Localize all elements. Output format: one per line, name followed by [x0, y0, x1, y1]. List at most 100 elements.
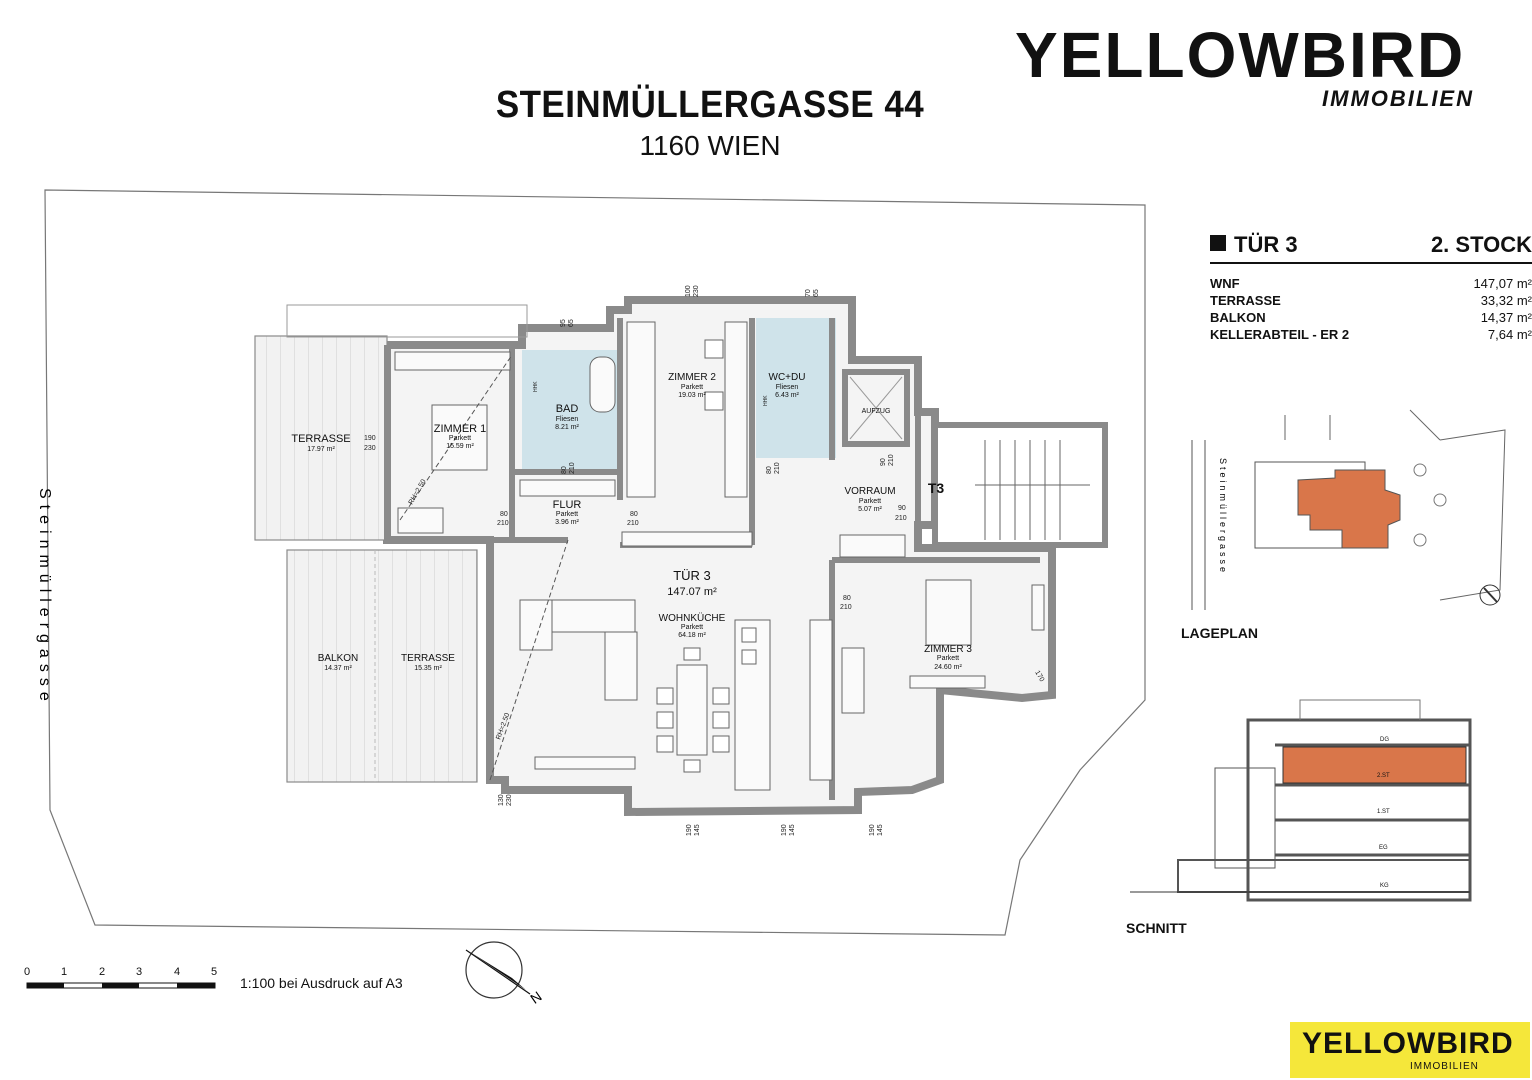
badge-logo-subtext: IMMOBILIEN: [1410, 1061, 1479, 1072]
room-zimmer3-floor: Parkett: [937, 655, 959, 662]
room-flur-floor: Parkett: [556, 511, 578, 518]
dim-label: 90: [898, 505, 906, 512]
scale-tick: 5: [211, 966, 218, 978]
schnitt-level: DG: [1380, 737, 1389, 743]
dim-label: 95: [560, 319, 567, 327]
room-zimmer2-floor: Parkett: [681, 384, 703, 391]
brand-badge: [1290, 1022, 1530, 1078]
room-terrasse-2-area: 15.35 m²: [414, 665, 442, 672]
scale-tick: 0: [24, 966, 31, 978]
apartment-outline: [383, 296, 1056, 817]
dim-label: 65: [568, 319, 575, 327]
scale-tick: 4: [174, 966, 181, 978]
dim-label: 230: [693, 285, 700, 297]
room-balkon-area: 14.37 m²: [324, 665, 352, 672]
north-label: N: [527, 988, 544, 1007]
page-title: STEINMÜLLERGASSE 44: [495, 84, 925, 126]
room-vorraum-name: VORRAUM: [844, 486, 895, 497]
room-wohnkueche-area: 64.18 m²: [678, 632, 706, 639]
schnitt-section: DG 2.ST 1.ST EG KG: [1130, 699, 1472, 902]
north-arrow-icon: N: [465, 941, 545, 1007]
room-wcdu-floor: Fliesen: [776, 384, 799, 391]
aufzug-shaft: [842, 369, 910, 447]
street-label: Steinmüllergasse: [36, 488, 53, 707]
room-flur-area: 3.96 m²: [555, 519, 579, 526]
dim-label: 210: [497, 520, 509, 527]
schnitt-level: EG: [1379, 845, 1388, 851]
room-zimmer2-name: ZIMMER 2: [668, 372, 716, 383]
dim-label: 230: [364, 445, 376, 452]
room-zimmer1-name: ZIMMER 1: [434, 423, 487, 435]
dim-label: 210: [569, 462, 576, 474]
badge-logo-text: YELLOWBIRD: [1302, 1027, 1514, 1060]
unit-area: 147.07 m²: [667, 586, 717, 598]
unit-header: TÜR 3 2. STOCK: [1210, 232, 1532, 258]
room-wcdu-area: 6.43 m²: [775, 392, 799, 399]
dim-label: 190: [686, 824, 693, 836]
schnitt-level: 1.ST: [1377, 809, 1390, 815]
scale-tick: 3: [136, 966, 143, 978]
dim-label: HHK: [533, 381, 539, 392]
floor-label: 2. STOCK: [1430, 232, 1532, 257]
stairs: [975, 440, 1090, 540]
room-zimmer3-area: 24.60 m²: [934, 664, 962, 671]
logo-subtext: IMMOBILIEN: [1322, 86, 1474, 111]
ceiling-lines: [399, 354, 569, 781]
dining-chairs: [656, 339, 757, 773]
dim-label: 210: [774, 462, 781, 474]
lageplan-label: LAGEPLAN: [1181, 625, 1258, 641]
schnitt-label: SCHNITT: [1126, 920, 1187, 936]
room-balkon-name: BALKON: [318, 653, 359, 664]
room-terrasse-1-name: TERRASSE: [291, 433, 350, 445]
dim-label: 210: [627, 520, 639, 527]
dim-label: HHK: [763, 395, 769, 406]
dim-label: 170: [1033, 670, 1045, 684]
room-zimmer3-name: ZIMMER 3: [924, 644, 972, 655]
page-subtitle: 1160 WIEN: [639, 130, 781, 161]
schnitt-level: KG: [1380, 883, 1389, 889]
room-terrasse-1-area: 17.97 m²: [307, 446, 335, 453]
wcdu-fill: [756, 318, 836, 458]
terrace-railing: [286, 304, 528, 338]
room-t3-label: T3: [928, 480, 945, 496]
dim-label: 190: [781, 824, 788, 836]
unit-label: TÜR 3: [1234, 232, 1298, 257]
dim-label: 145: [694, 824, 701, 836]
square-icon: [1210, 235, 1226, 251]
room-bad-name: BAD: [556, 403, 579, 415]
room-zimmer2-area: 19.03 m²: [678, 392, 706, 399]
dim-label: 80: [561, 466, 568, 474]
dim-label: 210: [888, 454, 895, 466]
site-boundary: [44, 189, 1146, 936]
dim-label: 210: [840, 604, 852, 611]
logo-text: YELLOWBIRD: [1015, 19, 1466, 91]
room-bad-area: 8.21 m²: [555, 424, 579, 431]
dim-label: 100: [685, 285, 692, 297]
balkon-terrasse: [286, 549, 478, 783]
scale-bar: [26, 982, 216, 989]
room-wohnkueche-name: WOHNKÜCHE: [659, 612, 726, 624]
dim-label: 190: [364, 435, 376, 442]
room-vorraum-area: 5.07 m²: [858, 506, 882, 513]
dim-label: 230: [506, 794, 513, 806]
room-flur-name: FLUR: [553, 499, 582, 511]
schnitt-level: 2.ST: [1377, 773, 1390, 779]
scale-tick: 2: [99, 966, 106, 978]
dim-label: 130: [498, 794, 505, 806]
dim-label: 65: [813, 289, 820, 297]
info-divider: [1210, 262, 1532, 264]
dim-label: 80: [500, 511, 508, 518]
lageplan-map: Steinmüllergasse: [1191, 409, 1506, 610]
scale-tick: 1: [61, 966, 68, 978]
room-aufzug-name: AUFZUG: [862, 408, 891, 415]
room-bad-floor: Fliesen: [556, 416, 579, 423]
lageplan-street: Steinmüllergasse: [1218, 458, 1228, 575]
room-wohnkueche-floor: Parkett: [681, 624, 703, 631]
unit-name: TÜR 3: [673, 568, 711, 583]
room-vorraum-floor: Parkett: [859, 498, 881, 505]
